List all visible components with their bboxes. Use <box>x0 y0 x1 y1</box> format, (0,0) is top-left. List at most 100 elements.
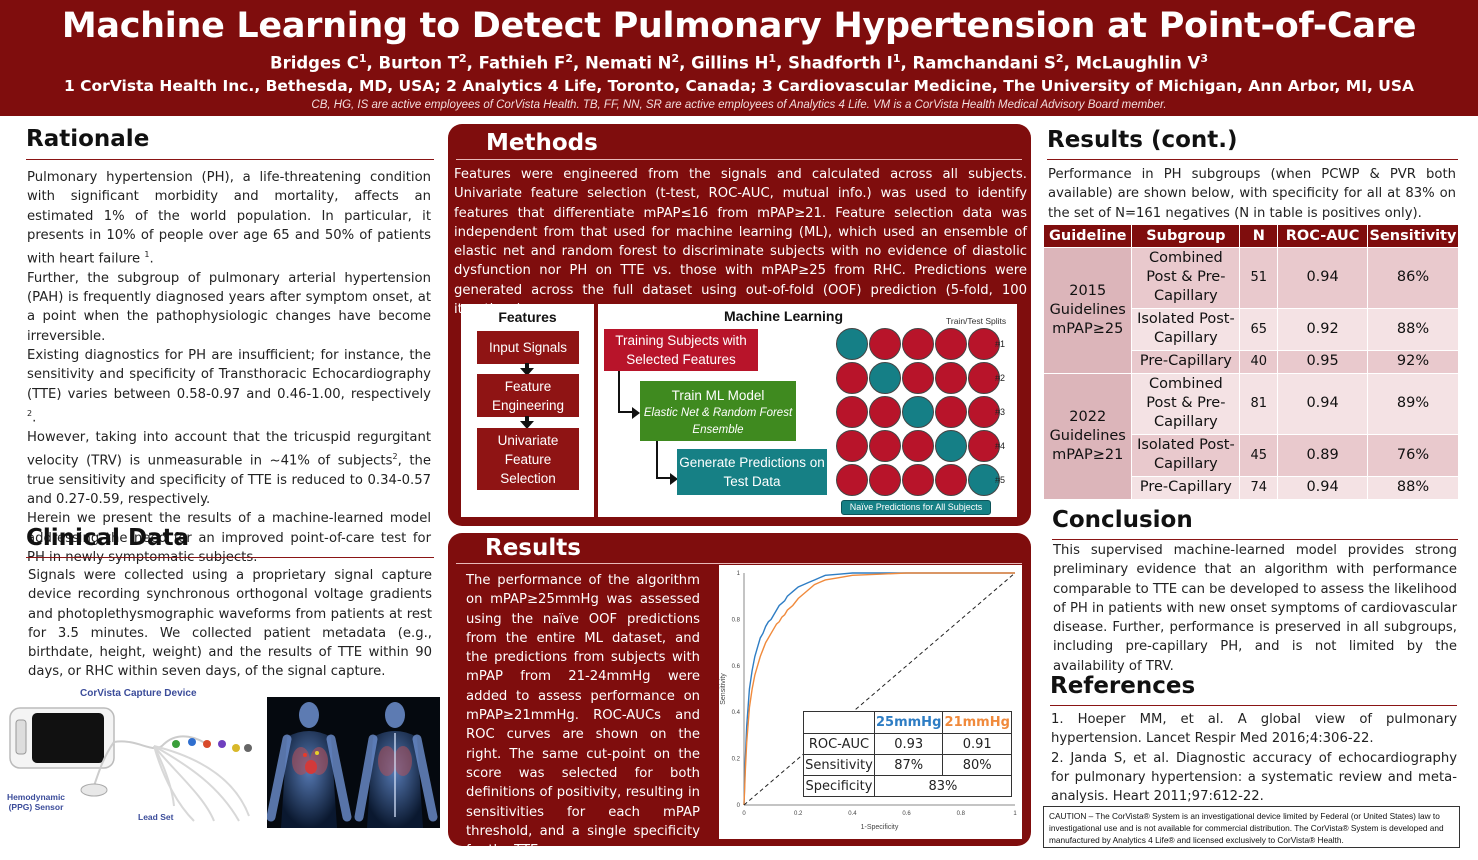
capture-device-figure: CorVista Capture Device Hemodynamic (PPG… <box>4 686 260 836</box>
sens-cell: 88% <box>1367 307 1460 350</box>
roc-table-corner <box>803 711 875 734</box>
n-cell: 45 <box>1239 433 1279 476</box>
training-subjects-box: Training Subjects with Selected Features <box>604 329 758 371</box>
sensitivity-25: 87% <box>873 754 944 776</box>
author-name: Gillins H <box>691 53 769 73</box>
y-tick-label: 0.6 <box>732 664 741 670</box>
split-label: #5 <box>995 475 1006 485</box>
auc-cell: 0.94 <box>1277 372 1368 434</box>
caution-notice: CAUTION – The CorVista® System is an inv… <box>1043 806 1460 848</box>
sensitivity-21: 80% <box>942 754 1012 776</box>
author-name: Shadforth I <box>788 53 893 73</box>
train-fold-circle <box>869 430 901 462</box>
test-fold-circle <box>869 362 901 394</box>
train-fold-circle <box>968 396 1000 428</box>
splits-title: Train/Test Splits <box>946 316 1007 326</box>
y-tick-label: 1 <box>737 571 741 577</box>
train-fold-circle <box>902 328 934 360</box>
results-cont-body: Performance in PH subgroups (when PCWP &… <box>1048 167 1456 221</box>
roc-auc-25: 0.93 <box>873 733 944 755</box>
flow-connector <box>618 371 634 413</box>
clinical-data-body: Signals were collected using a proprieta… <box>28 568 432 680</box>
machine-learning-flow: Machine Learning Train/Test Splits Train… <box>598 304 1017 517</box>
anatomy-illustration <box>266 702 438 828</box>
specificity-label: Specificity <box>803 775 875 797</box>
features-flow: Features Input Signals Feature Engineeri… <box>461 304 594 517</box>
results-panel: Results The performance of the algorithm… <box>448 533 1031 858</box>
citation-sup: 1 <box>144 250 150 260</box>
capture-device-illustration <box>9 707 252 822</box>
author-name: McLaughlin V <box>1075 53 1201 73</box>
table-row: Pre-Capillary 74 0.94 88% <box>1044 475 1460 499</box>
roc-col-25: 25mmHg <box>873 711 944 734</box>
train-fold-circle <box>968 362 1000 394</box>
author-name: Ramchandani S <box>912 53 1056 73</box>
y-tick-label: 0.4 <box>732 710 741 716</box>
rationale-p5: Herein we present the results of a machi… <box>27 511 431 565</box>
train-fold-circle <box>902 464 934 496</box>
train-fold-circle <box>902 430 934 462</box>
train-fold-circle <box>869 464 901 496</box>
rationale-p1: Pulmonary hypertension (PH), a life-thre… <box>27 170 431 267</box>
split-label: #1 <box>995 339 1006 349</box>
auc-cell: 0.89 <box>1277 433 1368 476</box>
lead-set-label: Lead Set <box>138 812 174 822</box>
rationale-p4a: However, taking into account that the tr… <box>27 429 431 469</box>
specificity-value: 83% <box>873 775 1013 797</box>
rationale-p4b: , the true sensitivity and specificity o… <box>27 453 431 507</box>
train-model-label: Train ML Model <box>671 388 765 403</box>
author-affiliation-sup: 1 <box>892 52 901 65</box>
anatomy-image <box>266 697 440 828</box>
methods-divider <box>456 159 1022 160</box>
rationale-p2: Further, the subgroup of pulmonary arter… <box>27 270 431 344</box>
guideline-2015: 2015 Guidelines mPAP≥25 <box>1044 246 1133 373</box>
table-row: Pre-Capillary 40 0.95 92% <box>1044 349 1460 373</box>
table-row: Isolated Post-Capillary 65 0.92 88% <box>1044 307 1460 350</box>
n-cell: 81 <box>1239 372 1279 434</box>
down-arrow-icon <box>520 363 534 376</box>
y-tick-label: 0.2 <box>732 757 741 763</box>
subgroup-table: Guideline Subgroup N ROC-AUC Sensitivity… <box>1044 225 1460 499</box>
reference-item: 1. Hoeper MM, et al. A global view of pu… <box>1051 712 1457 747</box>
train-fold-circle <box>836 464 868 496</box>
train-fold-circle <box>935 464 967 496</box>
citation-sup: 2 <box>27 408 33 418</box>
n-cell: 74 <box>1239 475 1279 499</box>
subgroup-cell: Isolated Post-Capillary <box>1131 433 1241 476</box>
subgroup-cell: Isolated Post-Capillary <box>1131 307 1241 350</box>
device-label: CorVista Capture Device <box>80 688 197 699</box>
train-model-box: Train ML Model Elastic Net & Random Fore… <box>640 381 796 441</box>
x-tick-label: 0.8 <box>957 811 966 817</box>
split-label: #2 <box>995 373 1006 383</box>
author-affiliation-sup: 3 <box>1200 52 1208 65</box>
clinical-data-heading: Clinical Data <box>26 525 190 551</box>
table-row: 2022 Guidelines mPAP≥21 Combined Post & … <box>1044 372 1460 499</box>
results-cont-divider <box>1047 159 1458 160</box>
right-arrow-icon <box>632 407 640 419</box>
train-fold-circle <box>869 328 901 360</box>
author-list: Bridges C1, Burton T2, Fathieh F2, Nemat… <box>270 52 1208 73</box>
train-fold-circle <box>935 362 967 394</box>
author-affiliation-sup: 2 <box>671 52 680 65</box>
author-affiliation-sup: 2 <box>458 52 467 65</box>
split-label: #3 <box>995 407 1006 417</box>
train-fold-circle <box>935 328 967 360</box>
roc-curve-line <box>743 572 1015 806</box>
author-name: Bridges C <box>270 53 359 73</box>
rationale-body: Pulmonary hypertension (PH), a life-thre… <box>27 168 431 567</box>
conclusion-divider <box>1052 539 1458 540</box>
subgroup-cell: Pre-Capillary <box>1131 349 1241 373</box>
col-roc-auc: ROC-AUC <box>1277 225 1368 247</box>
rationale-heading: Rationale <box>26 126 150 152</box>
x-tick-label: 0.2 <box>794 811 803 817</box>
sens-cell: 89% <box>1367 372 1460 434</box>
results-cont-heading: Results (cont.) <box>1047 127 1238 153</box>
x-axis-title: 1-Specificity <box>861 824 899 831</box>
roc-curve-line <box>743 572 1015 806</box>
table-row: Isolated Post-Capillary 45 0.89 76% <box>1044 433 1460 476</box>
references-heading: References <box>1050 673 1196 699</box>
test-fold-circle <box>836 328 868 360</box>
y-tick-label: 0 <box>737 803 741 809</box>
author-affiliation-sup: 1 <box>768 52 777 65</box>
